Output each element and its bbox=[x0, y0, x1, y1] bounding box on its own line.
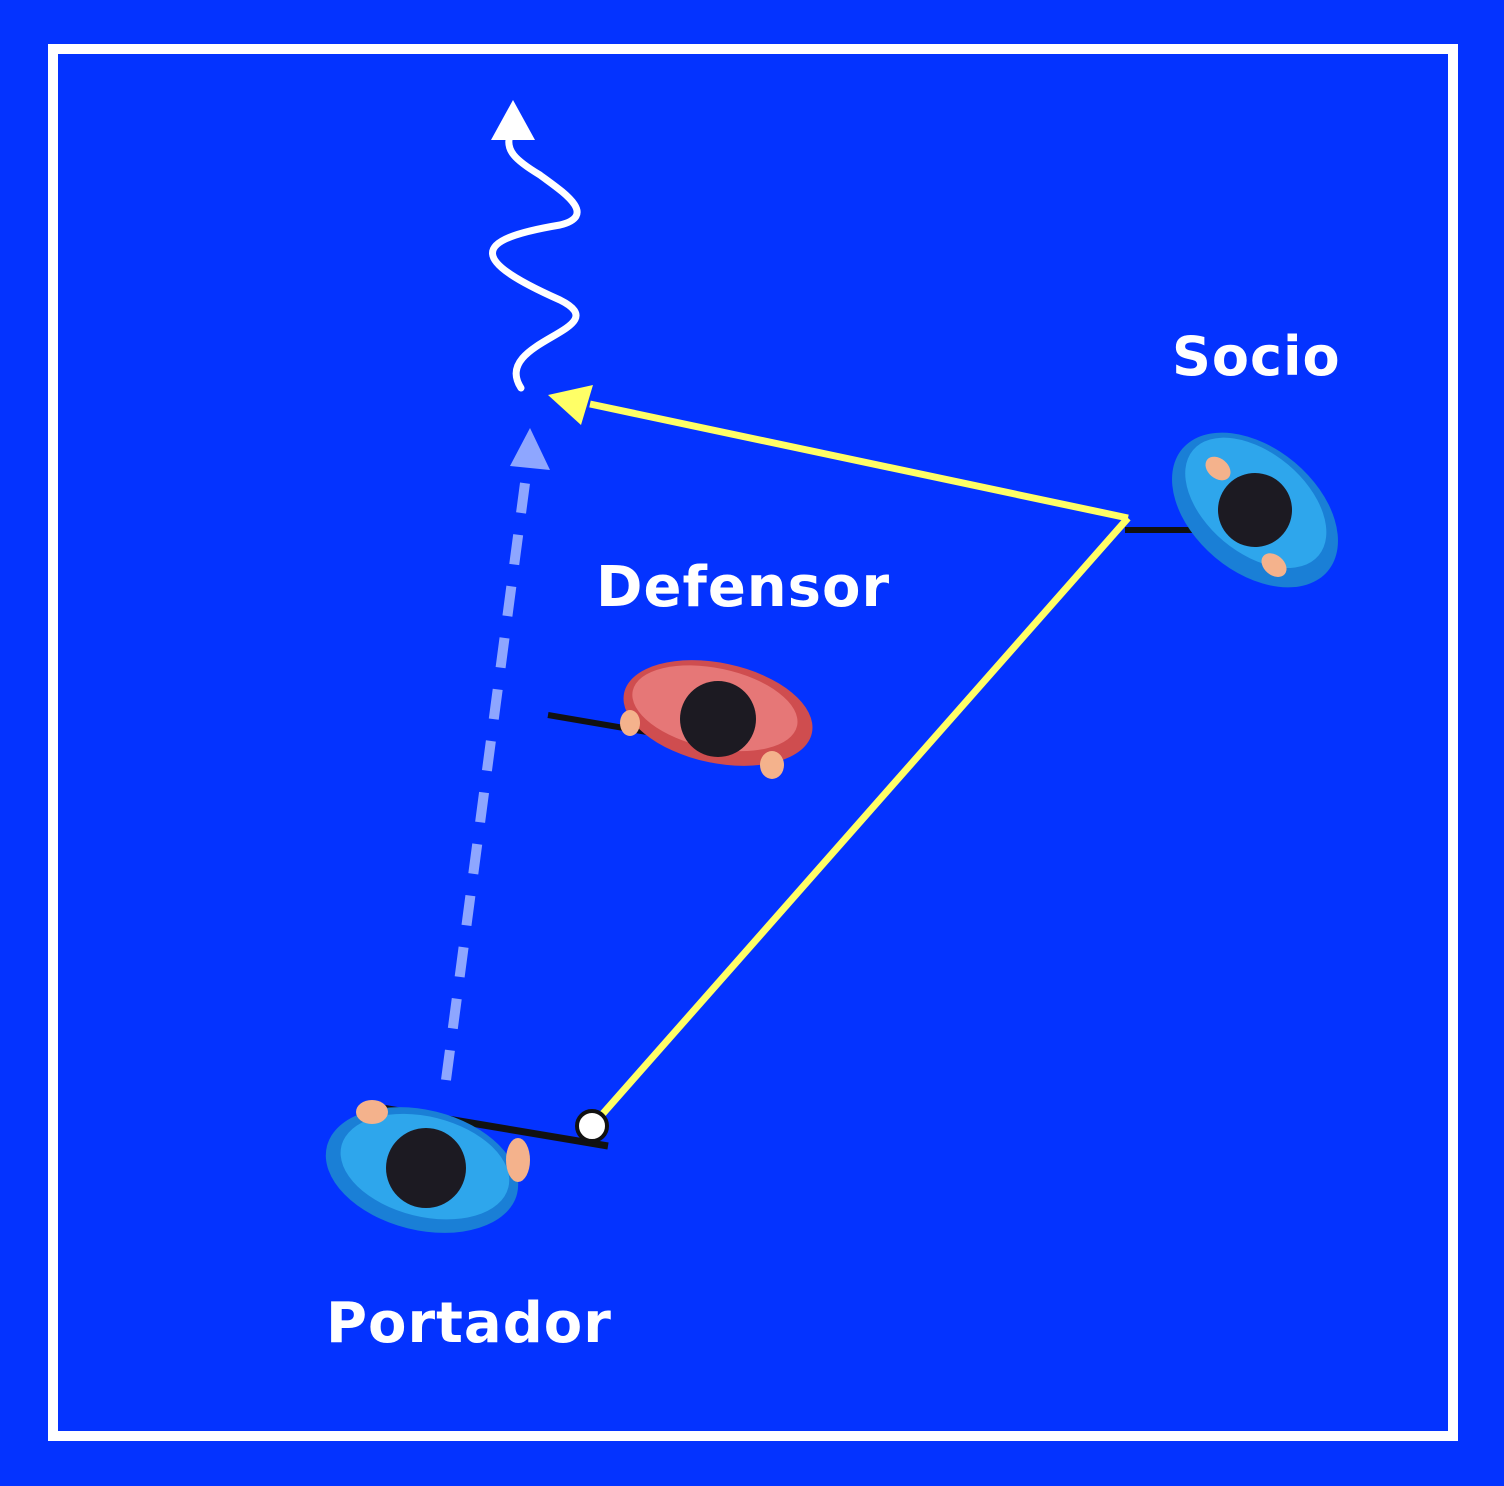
ball-icon bbox=[575, 1109, 609, 1143]
pass-line-to-space bbox=[548, 385, 1129, 522]
label-portador: Portador bbox=[326, 1291, 612, 1356]
run-path-arrow bbox=[441, 428, 550, 1081]
player-portador-icon bbox=[325, 1100, 609, 1233]
label-socio: Socio bbox=[1172, 325, 1341, 388]
player-socio-icon bbox=[1125, 432, 1338, 588]
dribble-path-arrow bbox=[489, 100, 581, 392]
pass-line-to-socio bbox=[589, 515, 1131, 1129]
field-boundary bbox=[48, 44, 1458, 1441]
player-defensor-icon bbox=[547, 660, 813, 779]
label-defensor: Defensor bbox=[596, 555, 891, 620]
